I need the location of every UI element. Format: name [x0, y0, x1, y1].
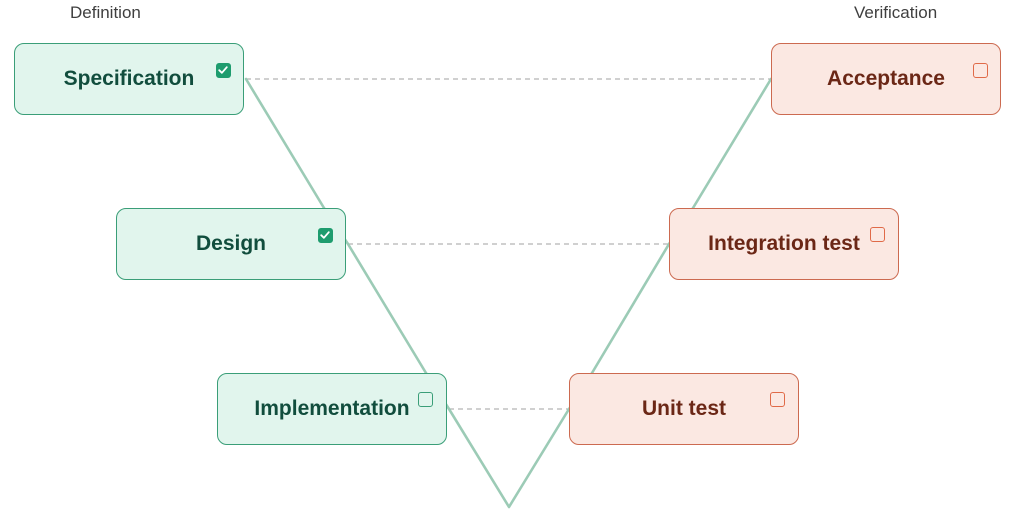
checked-box-icon[interactable] — [216, 63, 231, 78]
phase-label: Specification — [63, 67, 195, 90]
checked-box-icon[interactable] — [318, 228, 333, 243]
definition-column-heading: Definition — [70, 3, 141, 22]
phase-acceptance: Acceptance — [771, 43, 1001, 115]
phase-label: Implementation — [254, 397, 410, 420]
empty-box-icon[interactable] — [418, 392, 433, 407]
phase-unit-test: Unit test — [569, 373, 799, 445]
phase-design: Design — [116, 208, 346, 280]
phase-specification: Specification — [14, 43, 244, 115]
phase-label: Acceptance — [827, 67, 945, 90]
phase-integration-test: Integration test — [669, 208, 899, 280]
phase-implementation: Implementation — [217, 373, 447, 445]
empty-box-icon[interactable] — [770, 392, 785, 407]
phase-label: Design — [195, 232, 266, 255]
verification-column-heading: Verification — [854, 3, 938, 22]
empty-box-icon[interactable] — [973, 63, 988, 78]
empty-box-icon[interactable] — [870, 227, 885, 242]
phase-label: Unit test — [642, 397, 726, 420]
phase-label: Integration test — [708, 232, 860, 255]
